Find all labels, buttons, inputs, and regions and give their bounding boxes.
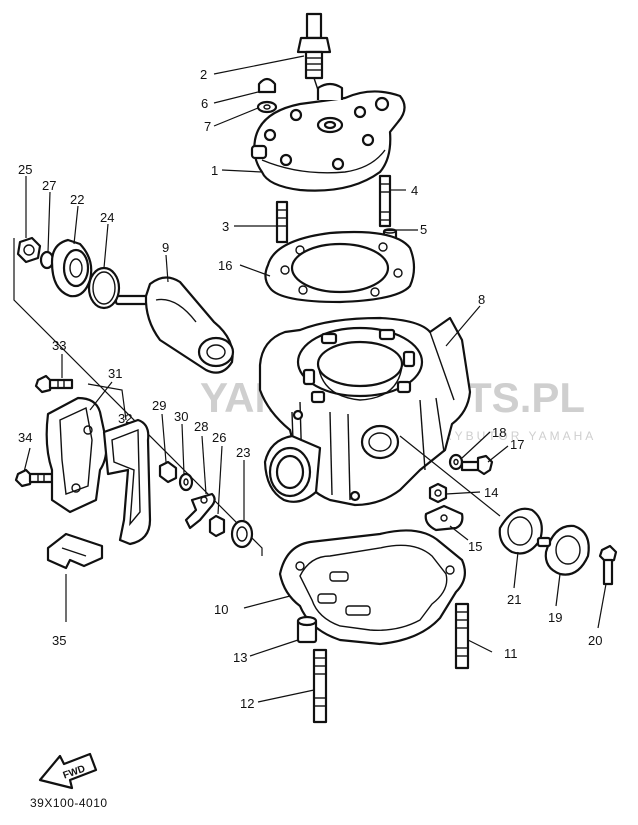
part-washer-30[interactable] [178,472,194,492]
part-valve-cover[interactable] [45,396,108,514]
callout-13[interactable]: 13 [233,650,247,665]
part-power-valve[interactable] [114,276,235,374]
callout-24[interactable]: 24 [100,210,114,225]
callout-1[interactable]: 1 [211,163,218,178]
part-bolt-34[interactable] [14,468,54,488]
part-cylinder-head[interactable] [250,82,406,192]
part-washer-7[interactable] [256,100,278,114]
part-base-gasket[interactable] [278,529,467,646]
callout-3[interactable]: 3 [222,219,229,234]
part-cover-gasket[interactable] [102,418,152,546]
callout-14[interactable]: 14 [484,485,498,500]
part-stud-4[interactable] [378,174,392,228]
part-bolt-20[interactable] [598,544,618,586]
part-bolt-33[interactable] [34,374,74,394]
callout-17[interactable]: 17 [510,437,524,452]
callout-30[interactable]: 30 [174,409,188,424]
leader-lines [23,55,607,703]
callout-29[interactable]: 29 [152,398,166,413]
callout-28[interactable]: 28 [194,419,208,434]
callout-32[interactable]: 32 [118,411,132,426]
part-gasket-21[interactable] [498,507,543,555]
part-cover-19[interactable] [536,524,590,576]
callout-18[interactable]: 18 [492,425,506,440]
callout-22[interactable]: 22 [70,192,84,207]
diagram-code: 39X100-4010 [30,796,108,810]
callout-33[interactable]: 33 [52,338,66,353]
callout-8[interactable]: 8 [478,292,485,307]
callout-5[interactable]: 5 [420,222,427,237]
part-nut-25[interactable] [16,236,42,264]
callout-4[interactable]: 4 [411,183,418,198]
part-stud-12[interactable] [312,648,328,724]
callout-34[interactable]: 34 [18,430,32,445]
part-o-ring-24[interactable] [87,266,121,310]
callout-7[interactable]: 7 [204,119,211,134]
part-oil-seal[interactable] [230,519,254,549]
part-stud-11[interactable] [454,602,470,670]
part-bolt-17[interactable] [460,454,494,476]
part-bracket-35[interactable] [46,532,104,570]
callout-26[interactable]: 26 [212,430,226,445]
callout-9[interactable]: 9 [162,240,169,255]
callout-23[interactable]: 23 [236,445,250,460]
callout-31[interactable]: 31 [108,366,122,381]
part-nut-26[interactable] [208,514,226,538]
part-stud-3[interactable] [275,200,289,244]
callout-27[interactable]: 27 [42,178,56,193]
callout-11[interactable]: 11 [504,646,518,661]
part-nut-14[interactable] [428,482,448,504]
part-spark-plug[interactable] [296,12,332,97]
part-nut-29[interactable] [158,460,178,484]
callout-10[interactable]: 10 [214,602,228,617]
part-lever[interactable] [184,492,216,530]
callout-25[interactable]: 25 [18,162,32,177]
part-cover-22[interactable] [50,238,93,298]
callout-20[interactable]: 20 [588,633,602,648]
part-plate-15[interactable] [424,504,464,532]
callout-19[interactable]: 19 [548,610,562,625]
part-head-gasket[interactable] [264,230,416,304]
callout-35[interactable]: 35 [52,633,66,648]
callout-2[interactable]: 2 [200,67,207,82]
part-washer-18[interactable] [448,453,464,471]
callout-labels: 2 6 7 1 4 3 5 16 8 9 25 27 22 24 33 31 3… [18,67,602,711]
part-nut-13[interactable] [296,615,318,644]
callout-21[interactable]: 21 [507,592,521,607]
callout-12[interactable]: 12 [240,696,254,711]
callout-6[interactable]: 6 [201,96,208,111]
callout-15[interactable]: 15 [468,539,482,554]
callout-16[interactable]: 16 [218,258,232,273]
fwd-arrow-icon: FWD [38,752,98,790]
part-cylinder[interactable] [258,316,472,507]
part-cap-nut[interactable] [257,77,277,94]
